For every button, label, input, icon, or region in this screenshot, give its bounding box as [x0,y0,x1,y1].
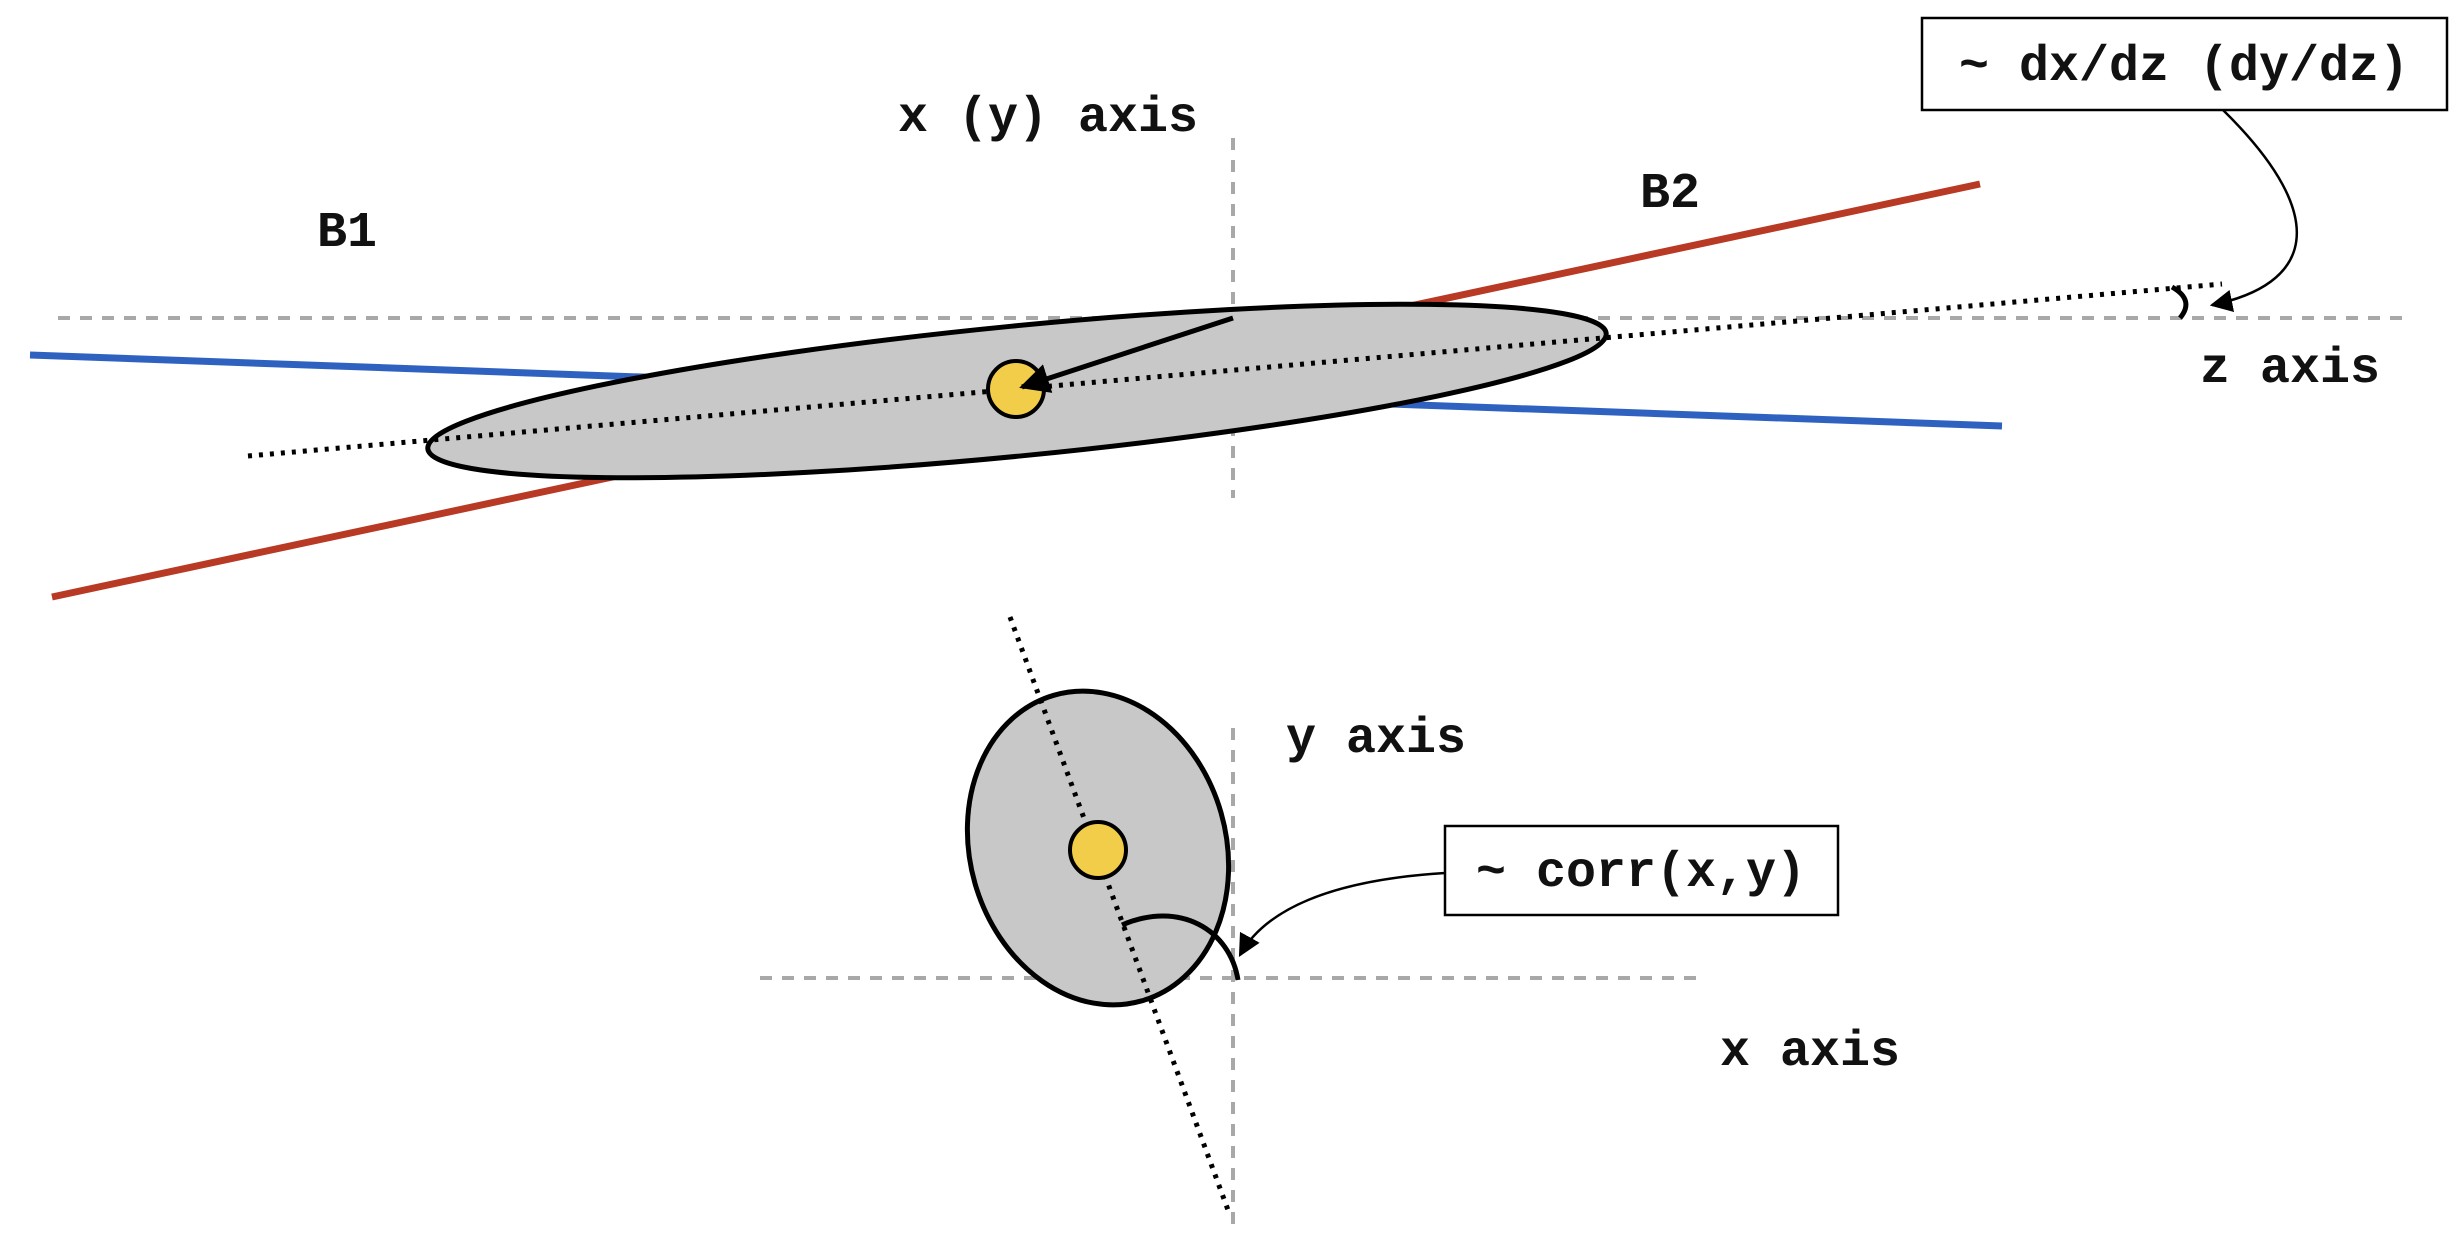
bottom-view: ~ corr(x,y) y axis x axis [760,616,1900,1228]
slope-annotation-text: ~ dx/dz (dy/dz) [1959,39,2409,96]
tilt-angle-arc [2170,284,2189,320]
top-view: ~ dx/dz (dy/dz) x (y) axis z axis B1 B2 [29,16,2449,601]
offset-arrow [1019,315,1234,393]
corr-annotation-box [1443,824,1840,917]
corr-annotation-text: ~ corr(x,y) [1476,845,1806,902]
beam2-label: B2 [1640,166,1700,223]
tilt-dotted-line [247,281,2223,459]
centroid-dot [986,359,1046,419]
z-axis-label: z axis [2200,341,2380,398]
xy-axis-label: x (y) axis [898,90,1198,147]
x-axis-label: x axis [1720,1024,1900,1081]
correlation-angle-arc [1121,913,1241,981]
beam1-label: B1 [317,205,377,262]
slope-callout-arrow [2209,109,2298,312]
corr-callout-arrow [1238,871,1446,957]
y-axis-label: y axis [1286,711,1466,768]
transverse-centroid-dot [1068,820,1128,880]
slope-annotation-box [1920,16,2449,112]
